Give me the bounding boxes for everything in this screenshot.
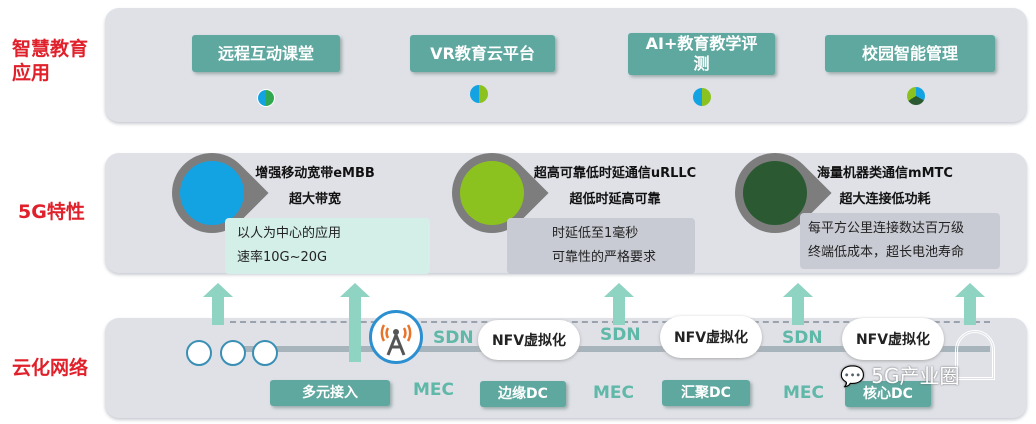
up-arrow-icon [955,283,985,325]
up-arrow-icon [783,283,813,325]
app-ai-eval[interactable]: AI+教育教学评测 [628,33,775,75]
urllc-circle-icon [460,161,524,225]
watermark: 💬 5G产业圈 [840,364,960,388]
edge-dc-node: 边缘DC [480,381,566,407]
pie-chart-icon [470,85,488,103]
urllc-desc: 时延低至1毫秒可靠性的严格要求 [507,218,695,274]
nfv-cloud: NFV虚拟化 [660,316,762,358]
up-arrow-icon [203,283,233,325]
sdn-label: SDN [782,328,823,348]
backbone-line [230,346,990,352]
aggregation-dc-node: 汇聚DC [662,380,750,406]
mec-label: MEC [413,380,455,400]
up-arrow-icon [340,283,370,362]
mec-label: MEC [783,383,825,403]
core-dc-node: 核心DC [845,381,931,407]
sdn-label: SDN [433,328,474,348]
nfv-cloud: NFV虚拟化 [842,318,944,360]
layer-label-cloud: 云化网络 [12,357,89,379]
pie-chart-icon [257,89,275,107]
embb-desc: 以人为中心的应用速率10G~20G [225,218,430,274]
mmtc-desc: 每平方公里连接数达百万级终端低成本，超长电池寿命 [800,213,1000,269]
mmtc-circle-icon [743,161,807,225]
dashed-line [230,321,990,323]
app-remote-classroom[interactable]: 远程互动课堂 [192,35,340,72]
cell-tower-icon [369,310,423,364]
app-vr-cloud[interactable]: VR教育云平台 [410,35,555,72]
sdn-label: SDN [600,325,641,345]
signal-icon [955,330,995,380]
video-device-icon [186,340,212,366]
pie-chart-icon [693,88,711,106]
mec-label: MEC [593,383,635,403]
cloud-device-icon [252,340,278,366]
multi-access-node: 多元接入 [270,380,390,406]
up-arrow-icon [604,283,634,325]
embb-circle-icon [180,161,244,225]
layer-label-features: 5G特性 [18,201,85,223]
layer-label-app: 智慧教育应用 [12,38,89,84]
app-campus-mgmt[interactable]: 校园智能管理 [825,35,995,72]
nfv-cloud: NFV虚拟化 [478,320,580,360]
lightbulb-icon [220,340,246,366]
pie-chart-icon [907,87,925,105]
